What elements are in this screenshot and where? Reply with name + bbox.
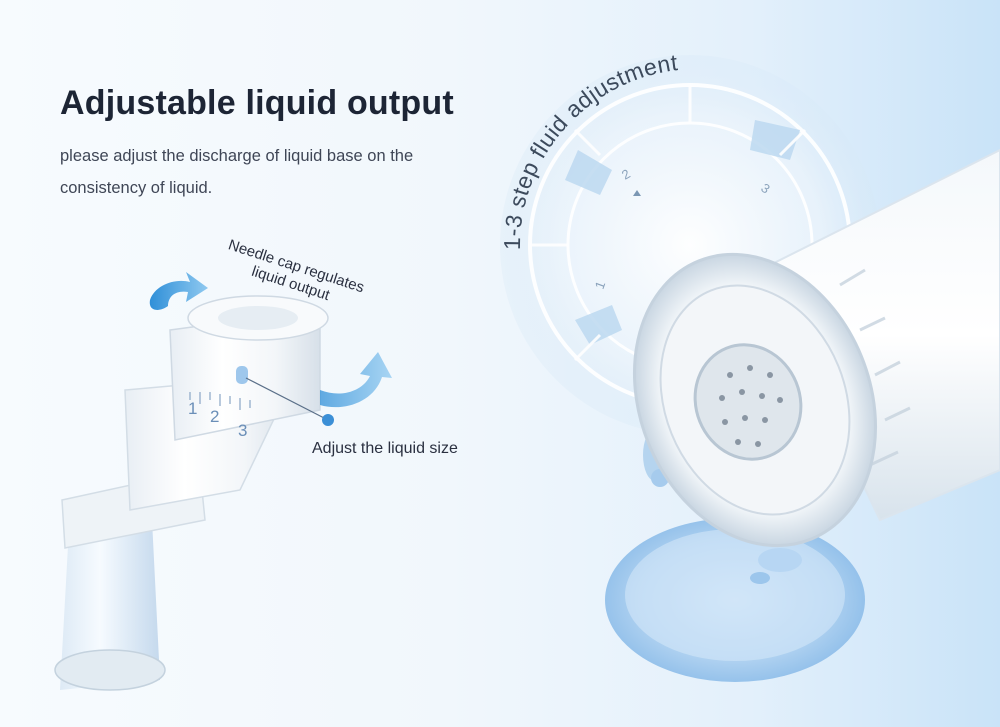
cap-mark-2: 2 — [210, 407, 219, 426]
page-title: Adjustable liquid output — [60, 84, 454, 122]
liquid-size-callout: Adjust the liquid size — [312, 440, 458, 457]
callout-leader — [245, 377, 334, 426]
description-text: please adjust the discharge of liquid ba… — [60, 147, 414, 197]
cap-mark-3: 3 — [238, 421, 247, 440]
rotate-arrow-lower-icon — [320, 352, 392, 408]
needle-cartridge: 1 2 3 — [54, 295, 329, 691]
cap-mark-1: 1 — [188, 399, 197, 418]
pen-device — [632, 148, 1000, 548]
rotate-arrow-upper-icon — [149, 272, 208, 310]
dial-step-1: 1 — [592, 279, 609, 291]
